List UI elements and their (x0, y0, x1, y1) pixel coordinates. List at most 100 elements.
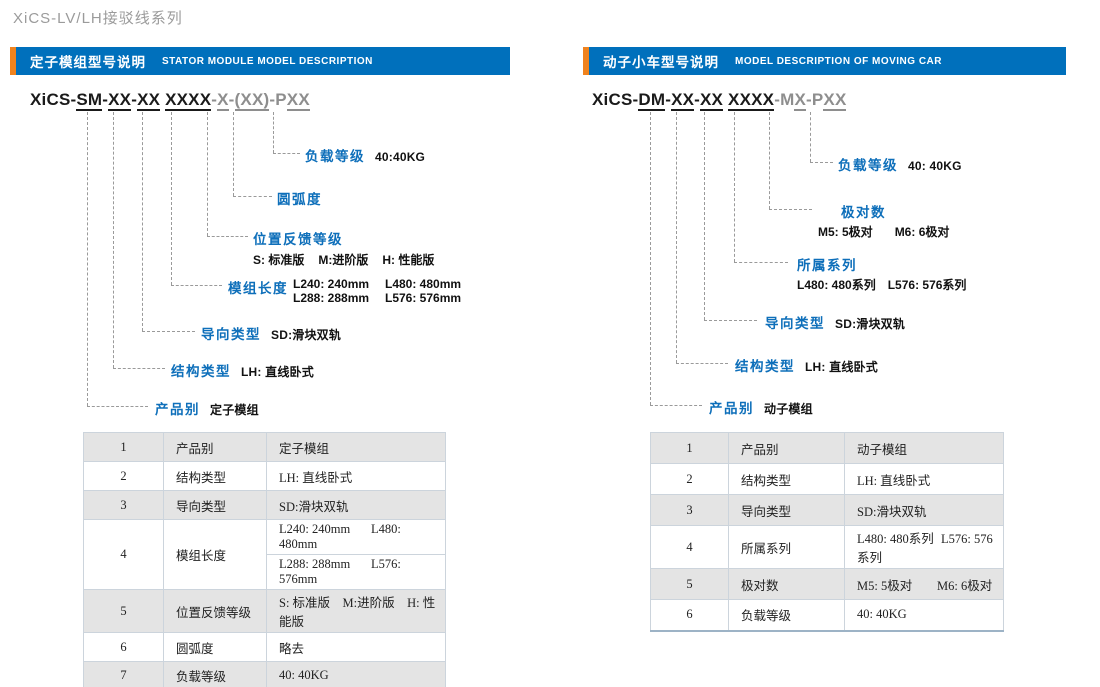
dashed-connector-h (650, 405, 702, 406)
table-row: 1 产品别 定子模组 (83, 432, 446, 462)
right-header-title-cn: 动子小车型号说明 (603, 55, 719, 70)
label-feedback-grade: 位置反馈等级 (253, 232, 343, 247)
cell-name: 结构类型 (163, 461, 267, 491)
right-header-title-en: MODEL DESCRIPTION OF MOVING CAR (735, 55, 942, 67)
cell-value: 略去 (266, 632, 446, 662)
dashed-connector-v (769, 112, 770, 209)
left-model-code: XiCS-SM-XX-XX XXXX-X-(XX)-PXX (30, 90, 310, 111)
right-header-accent-bar (583, 47, 589, 75)
table-row: 2 结构类型 LH: 直线卧式 (83, 461, 446, 491)
dashed-connector-h (142, 331, 195, 332)
dashed-connector-h (769, 209, 812, 210)
cell-value: 40: 40KG (266, 661, 446, 687)
cell-index: 2 (650, 463, 729, 495)
label-pole-pairs: 极对数 (841, 205, 886, 220)
cell-value: 40: 40KG (844, 599, 1004, 631)
dashed-connector-h (704, 320, 757, 321)
cell-index: 3 (650, 494, 729, 526)
left-header-title-en: STATOR MODULE MODEL DESCRIPTION (162, 55, 373, 67)
page-title: XiCS-LV/LH接驳线系列 (13, 10, 183, 27)
cell-value: S: 标准版 M:进阶版 H: 性能版 (266, 589, 446, 633)
dashed-connector-v (650, 112, 651, 405)
table-row: 6 负载等级 40: 40KG (650, 599, 1004, 631)
cell-index: 5 (650, 568, 729, 600)
dashed-connector-v (704, 112, 705, 320)
left-section-header: 定子模组型号说明 STATOR MODULE MODEL DESCRIPTION (10, 47, 510, 75)
dashed-connector-v (207, 112, 208, 236)
cell-name: 负载等级 (163, 661, 267, 687)
cell-value: 定子模组 (266, 432, 446, 462)
cell-name: 产品别 (728, 432, 845, 464)
cell-name: 圆弧度 (163, 632, 267, 662)
dashed-connector-v (273, 112, 274, 153)
cell-index: 1 (650, 432, 729, 464)
cell-index: 2 (83, 461, 164, 491)
dashed-connector-v (171, 112, 172, 285)
dashed-connector-h (171, 285, 222, 286)
left-header-title-cn: 定子模组型号说明 (30, 55, 146, 70)
dashed-connector-h (233, 196, 272, 197)
cell-index: 1 (83, 432, 164, 462)
cell-value: 动子模组 (844, 432, 1004, 464)
cell-index: 6 (650, 599, 729, 631)
label-arc-degree: 圆弧度 (277, 192, 322, 207)
stator-spec-table: 1 产品别 定子模组 2 结构类型 LH: 直线卧式 3 导向类型 SD:滑块双… (83, 432, 446, 687)
dashed-connector-h (207, 236, 248, 237)
cell-value: SD:滑块双轨 (266, 490, 446, 520)
left-header-accent-bar (10, 47, 16, 75)
dashed-connector-h (734, 262, 788, 263)
dashed-connector-h (676, 363, 728, 364)
cell-index: 5 (83, 589, 164, 633)
dashed-connector-v (734, 112, 735, 262)
dashed-connector-v (113, 112, 114, 368)
cell-name: 模组长度 (163, 519, 267, 590)
table-row: 3 导向类型 SD:滑块双轨 (650, 494, 1004, 526)
cell-name: 极对数 (728, 568, 845, 600)
cell-index: 4 (650, 525, 729, 569)
table-row: 6 圆弧度 略去 (83, 632, 446, 662)
table-row: 3 导向类型 SD:滑块双轨 (83, 490, 446, 520)
dashed-connector-v (142, 112, 143, 331)
table-row: 5 位置反馈等级 S: 标准版 M:进阶版 H: 性能版 (83, 589, 446, 633)
mover-spec-table: 1 产品别 动子模组 2 结构类型 LH: 直线卧式 3 导向类型 SD:滑块双… (650, 432, 1004, 632)
cell-name: 位置反馈等级 (163, 589, 267, 633)
table-row: 1 产品别 动子模组 (650, 432, 1004, 464)
label-module-length: 模组长度 (228, 281, 288, 296)
cell-name: 导向类型 (728, 494, 845, 526)
cell-name: 产品别 (163, 432, 267, 462)
label-series: 所属系列 (797, 258, 857, 273)
cell-name: 导向类型 (163, 490, 267, 520)
cell-name: 负载等级 (728, 599, 845, 631)
cell-index: 6 (83, 632, 164, 662)
dashed-connector-v (810, 112, 811, 162)
right-model-code: XiCS-DM-XX-XX XXXX-MX-PXX (592, 90, 847, 111)
dashed-connector-v (87, 112, 88, 406)
cell-value: SD:滑块双轨 (844, 494, 1004, 526)
cell-name: 结构类型 (728, 463, 845, 495)
dashed-connector-h (113, 368, 165, 369)
dashed-connector-v (233, 112, 234, 196)
right-section-header: 动子小车型号说明 MODEL DESCRIPTION OF MOVING CAR (583, 47, 1066, 75)
dashed-connector-v (676, 112, 677, 363)
cell-value: LH: 直线卧式 (844, 463, 1004, 495)
cell-name: 所属系列 (728, 525, 845, 569)
table-row: 2 结构类型 LH: 直线卧式 (650, 463, 1004, 495)
cell-index: 3 (83, 490, 164, 520)
